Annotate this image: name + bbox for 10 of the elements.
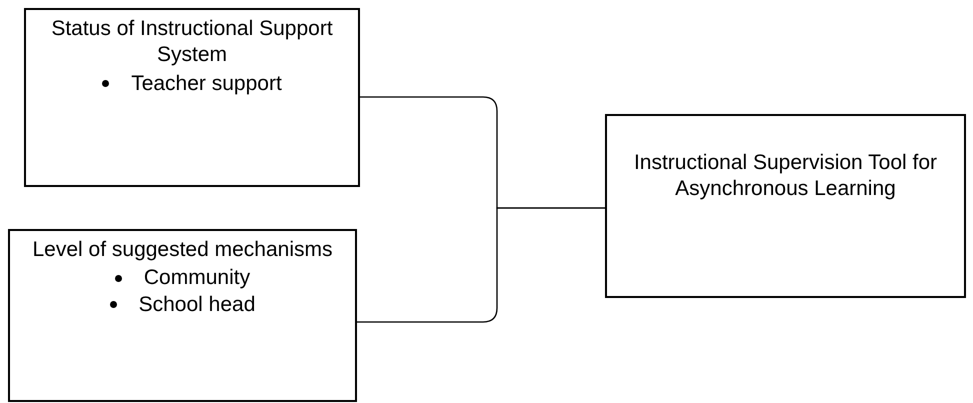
- box-heading: Status of Instructional Support System: [50, 16, 334, 68]
- bullet-text: School head: [138, 292, 256, 316]
- text-box: [24, 8, 360, 187]
- box-heading: Level of suggested mechanisms: [32, 237, 334, 263]
- bullet-text: Teacher support: [131, 72, 282, 94]
- text-box: [605, 114, 966, 298]
- box-heading: Instructional Supervision Tool for Asynchronous Learning: [632, 150, 938, 202]
- connector-line: [357, 207, 605, 323]
- bullet-text: Community: [144, 266, 250, 290]
- text-box: [8, 229, 357, 402]
